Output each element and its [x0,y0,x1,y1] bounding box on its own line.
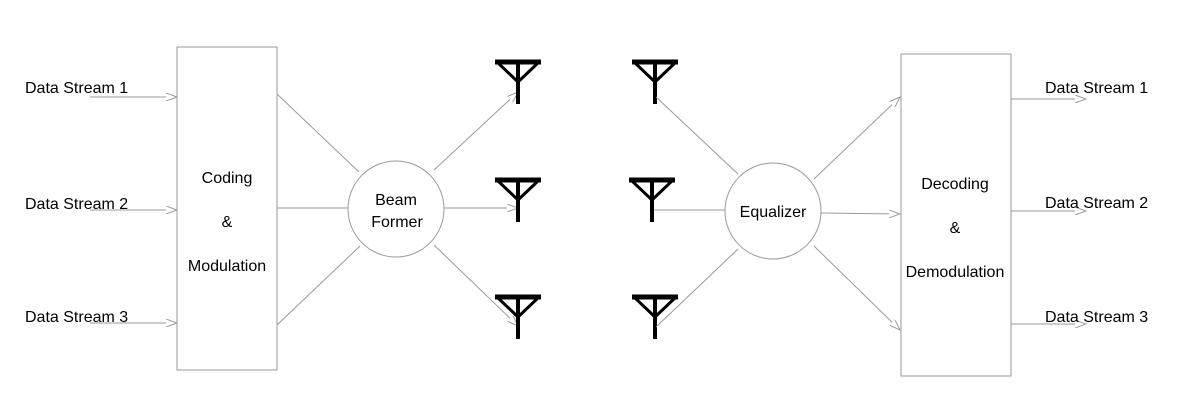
input-stream-3-label: Data Stream 3 [25,309,128,326]
rx-antenna-2-icon [629,177,675,222]
input-stream-2-label: Data Stream 2 [25,196,128,213]
output-stream-3-label: Data Stream 3 [1045,309,1148,326]
decoding-demodulation-block [900,53,1012,377]
former-label: Former [371,214,423,231]
rx-antenna-1-icon [632,59,678,104]
rx-antenna-3-to-equalizer-link [655,248,739,328]
equalizer-label: Equalizer [740,204,807,221]
beam-label: Beam [375,192,417,209]
rx-antenna-3-icon [632,294,678,339]
encoder-to-beamformer-link-3 [276,245,361,326]
beamformer-to-tx-antenna-3-link [433,244,518,326]
input-stream-1-label: Data Stream 1 [25,80,128,97]
equalizer-to-decoder-link-3 [813,245,900,330]
tx-antenna-3-icon [495,294,541,339]
rx-antenna-1-to-equalizer-link [655,96,739,175]
coding-label: Coding [202,170,253,187]
equalizer-node [724,162,822,260]
beamformer-to-tx-antenna-1-link [433,92,518,171]
modulation-label: Modulation [188,258,266,275]
coding-modulation-block [176,46,278,371]
equalizer-to-decoder-link-2 [820,213,900,214]
decoding-label: Decoding [921,176,989,193]
output-stream-2-label: Data Stream 2 [1045,195,1148,212]
equalizer-to-decoder-link-1 [813,97,900,180]
tx-antenna-2-icon [495,177,541,222]
beam-former-node [347,160,445,258]
output-stream-1-label: Data Stream 1 [1045,80,1148,97]
coding-ampersand-label: & [222,214,233,231]
tx-antenna-1-icon [495,59,541,104]
demodulation-label: Demodulation [906,264,1005,281]
decoding-ampersand-label: & [950,220,961,237]
encoder-to-beamformer-link-1 [276,93,360,173]
